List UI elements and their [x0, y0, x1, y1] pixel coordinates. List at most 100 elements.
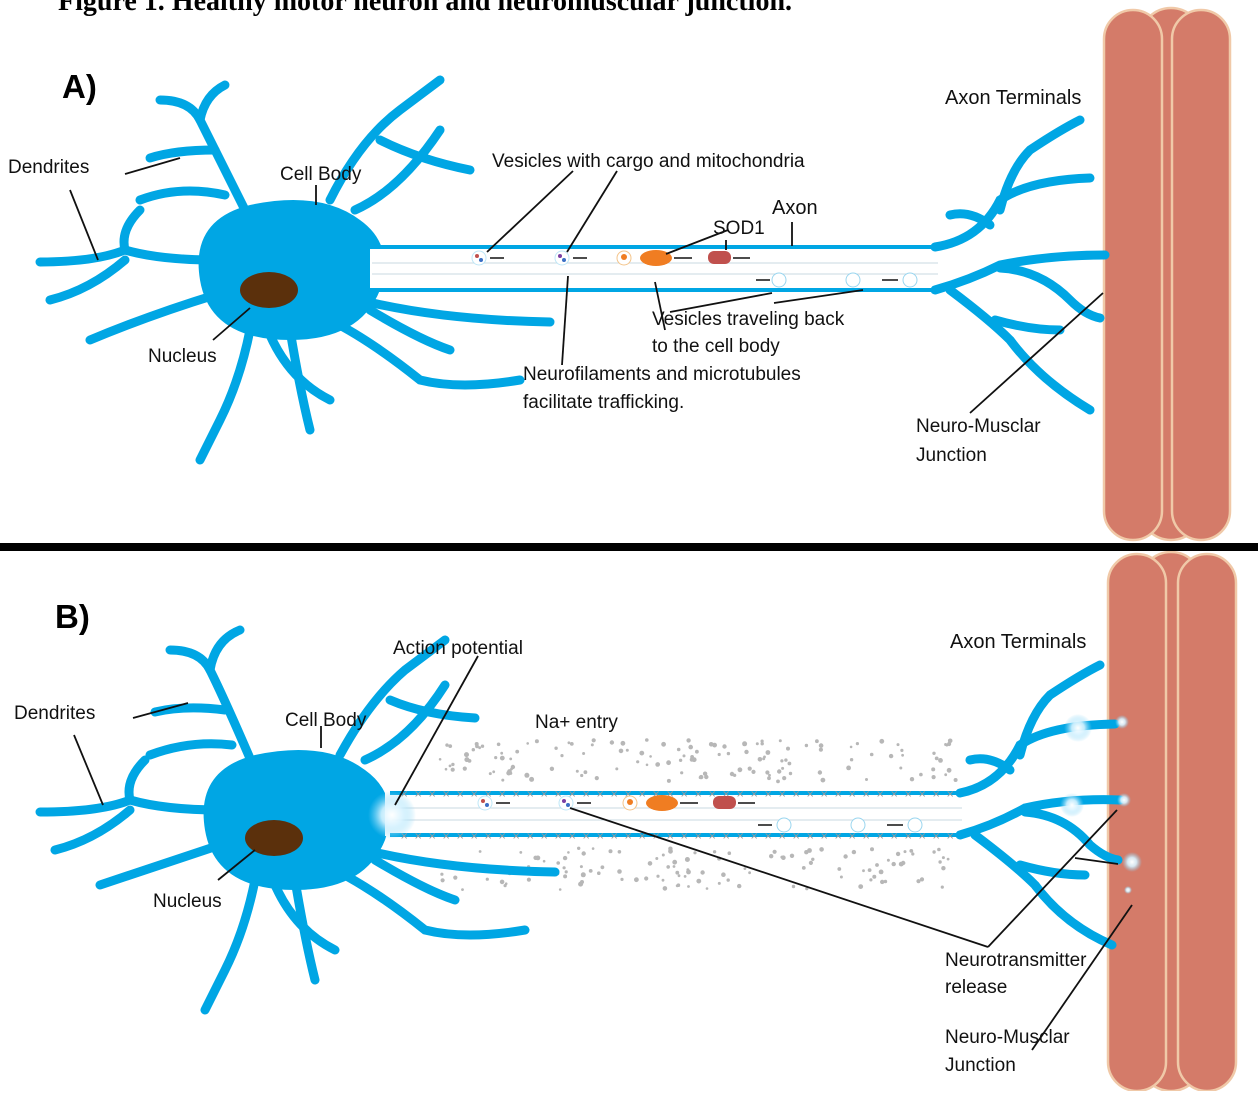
panel-b: B): [14, 598, 1142, 1076]
svg-text:×: ×: [456, 789, 464, 800]
svg-text:×: ×: [484, 831, 492, 842]
label-neurofilaments-1-a: Neurofilaments and microtubules: [523, 364, 801, 385]
svg-text:×: ×: [862, 789, 870, 800]
svg-text:×: ×: [764, 789, 772, 800]
label-na-entry-b: Na+ entry: [535, 712, 618, 733]
panel-a-letter: A): [62, 68, 97, 105]
panel-b-letter: B): [55, 598, 90, 635]
muscle-fibers-a: [1104, 8, 1230, 540]
svg-text:×: ×: [750, 789, 758, 800]
svg-text:×: ×: [750, 831, 758, 842]
svg-text:×: ×: [834, 789, 842, 800]
svg-text:×: ×: [526, 831, 534, 842]
svg-text:×: ×: [820, 789, 828, 800]
label-vesicles-back-1-a: Vesicles traveling back: [652, 309, 845, 330]
label-cell-body-a: Cell Body: [280, 164, 362, 185]
figure-title: Figure 1. Healthy motor neuron and neuro…: [58, 0, 792, 18]
svg-text:×: ×: [792, 831, 800, 842]
svg-text:×: ×: [498, 789, 506, 800]
svg-text:×: ×: [918, 789, 926, 800]
svg-text:×: ×: [778, 831, 786, 842]
svg-text:×: ×: [834, 831, 842, 842]
svg-text:×: ×: [428, 789, 436, 800]
svg-text:×: ×: [680, 831, 688, 842]
svg-text:×: ×: [722, 831, 730, 842]
svg-text:×: ×: [904, 831, 912, 842]
svg-text:×: ×: [596, 831, 604, 842]
svg-text:×: ×: [470, 831, 478, 842]
svg-text:×: ×: [890, 789, 898, 800]
svg-text:×: ×: [498, 831, 506, 842]
svg-text:×: ×: [806, 831, 814, 842]
svg-text:×: ×: [946, 789, 954, 800]
label-action-potential-b: Action potential: [393, 638, 523, 659]
svg-text:×: ×: [862, 831, 870, 842]
panel-a: A): [8, 68, 1105, 466]
svg-text:×: ×: [848, 789, 856, 800]
label-axon-terminals-a: Axon Terminals: [945, 87, 1081, 109]
svg-text:×: ×: [848, 831, 856, 842]
svg-text:×: ×: [540, 831, 548, 842]
svg-text:×: ×: [694, 831, 702, 842]
action-potential-glow: [368, 791, 416, 839]
svg-text:×: ×: [792, 789, 800, 800]
svg-text:×: ×: [610, 789, 618, 800]
svg-text:×: ×: [820, 831, 828, 842]
svg-text:×: ×: [582, 789, 590, 800]
svg-text:×: ×: [918, 831, 926, 842]
mitochondrion-a: [640, 250, 672, 266]
label-sod1-a: SOD1: [713, 218, 765, 239]
svg-text:×: ×: [638, 789, 646, 800]
svg-text:×: ×: [414, 831, 422, 842]
label-neurotransmitter-2-b: release: [945, 977, 1007, 998]
svg-text:×: ×: [876, 831, 884, 842]
svg-text:×: ×: [414, 789, 422, 800]
svg-text:×: ×: [442, 831, 450, 842]
svg-text:×: ×: [764, 831, 772, 842]
svg-text:×: ×: [694, 789, 702, 800]
svg-text:×: ×: [442, 789, 450, 800]
svg-text:×: ×: [932, 789, 940, 800]
label-vesicles-back-2-a: to the cell body: [652, 336, 780, 357]
svg-text:×: ×: [568, 831, 576, 842]
svg-text:×: ×: [946, 831, 954, 842]
svg-text:×: ×: [778, 789, 786, 800]
nucleus-a: [240, 272, 298, 308]
label-axon-terminals-b: Axon Terminals: [950, 631, 1086, 653]
svg-text:×: ×: [806, 789, 814, 800]
muscle-fibers-b: [1108, 552, 1236, 1091]
panel-divider: [0, 543, 1258, 551]
svg-text:×: ×: [582, 831, 590, 842]
svg-text:×: ×: [596, 789, 604, 800]
svg-text:×: ×: [610, 831, 618, 842]
svg-text:×: ×: [708, 831, 716, 842]
label-neurotransmitter-1-b: Neurotransmitter: [945, 950, 1087, 971]
label-nucleus-b: Nucleus: [153, 891, 222, 912]
label-nmj-1-b: Neuro-Musclar: [945, 1027, 1070, 1048]
label-nmj-1-a: Neuro-Musclar: [916, 416, 1041, 437]
svg-text:×: ×: [554, 831, 562, 842]
svg-text:×: ×: [680, 789, 688, 800]
label-nmj-2-b: Junction: [945, 1055, 1016, 1076]
svg-text:×: ×: [736, 789, 744, 800]
label-nucleus-a: Nucleus: [148, 346, 217, 367]
svg-text:×: ×: [876, 789, 884, 800]
svg-text:×: ×: [904, 789, 912, 800]
label-cell-body-b: Cell Body: [285, 710, 367, 731]
svg-text:×: ×: [540, 789, 548, 800]
label-axon-a: Axon: [772, 197, 818, 219]
label-vesicles-cargo-a: Vesicles with cargo and mitochondria: [492, 151, 805, 172]
svg-text:×: ×: [624, 831, 632, 842]
svg-text:×: ×: [512, 789, 520, 800]
svg-text:×: ×: [456, 831, 464, 842]
svg-text:×: ×: [428, 831, 436, 842]
svg-text:×: ×: [526, 789, 534, 800]
svg-text:×: ×: [470, 789, 478, 800]
svg-text:×: ×: [736, 831, 744, 842]
label-neurofilaments-2-a: facilitate trafficking.: [523, 392, 684, 413]
label-dendrites-a: Dendrites: [8, 157, 89, 178]
svg-text:×: ×: [512, 831, 520, 842]
svg-text:×: ×: [932, 831, 940, 842]
